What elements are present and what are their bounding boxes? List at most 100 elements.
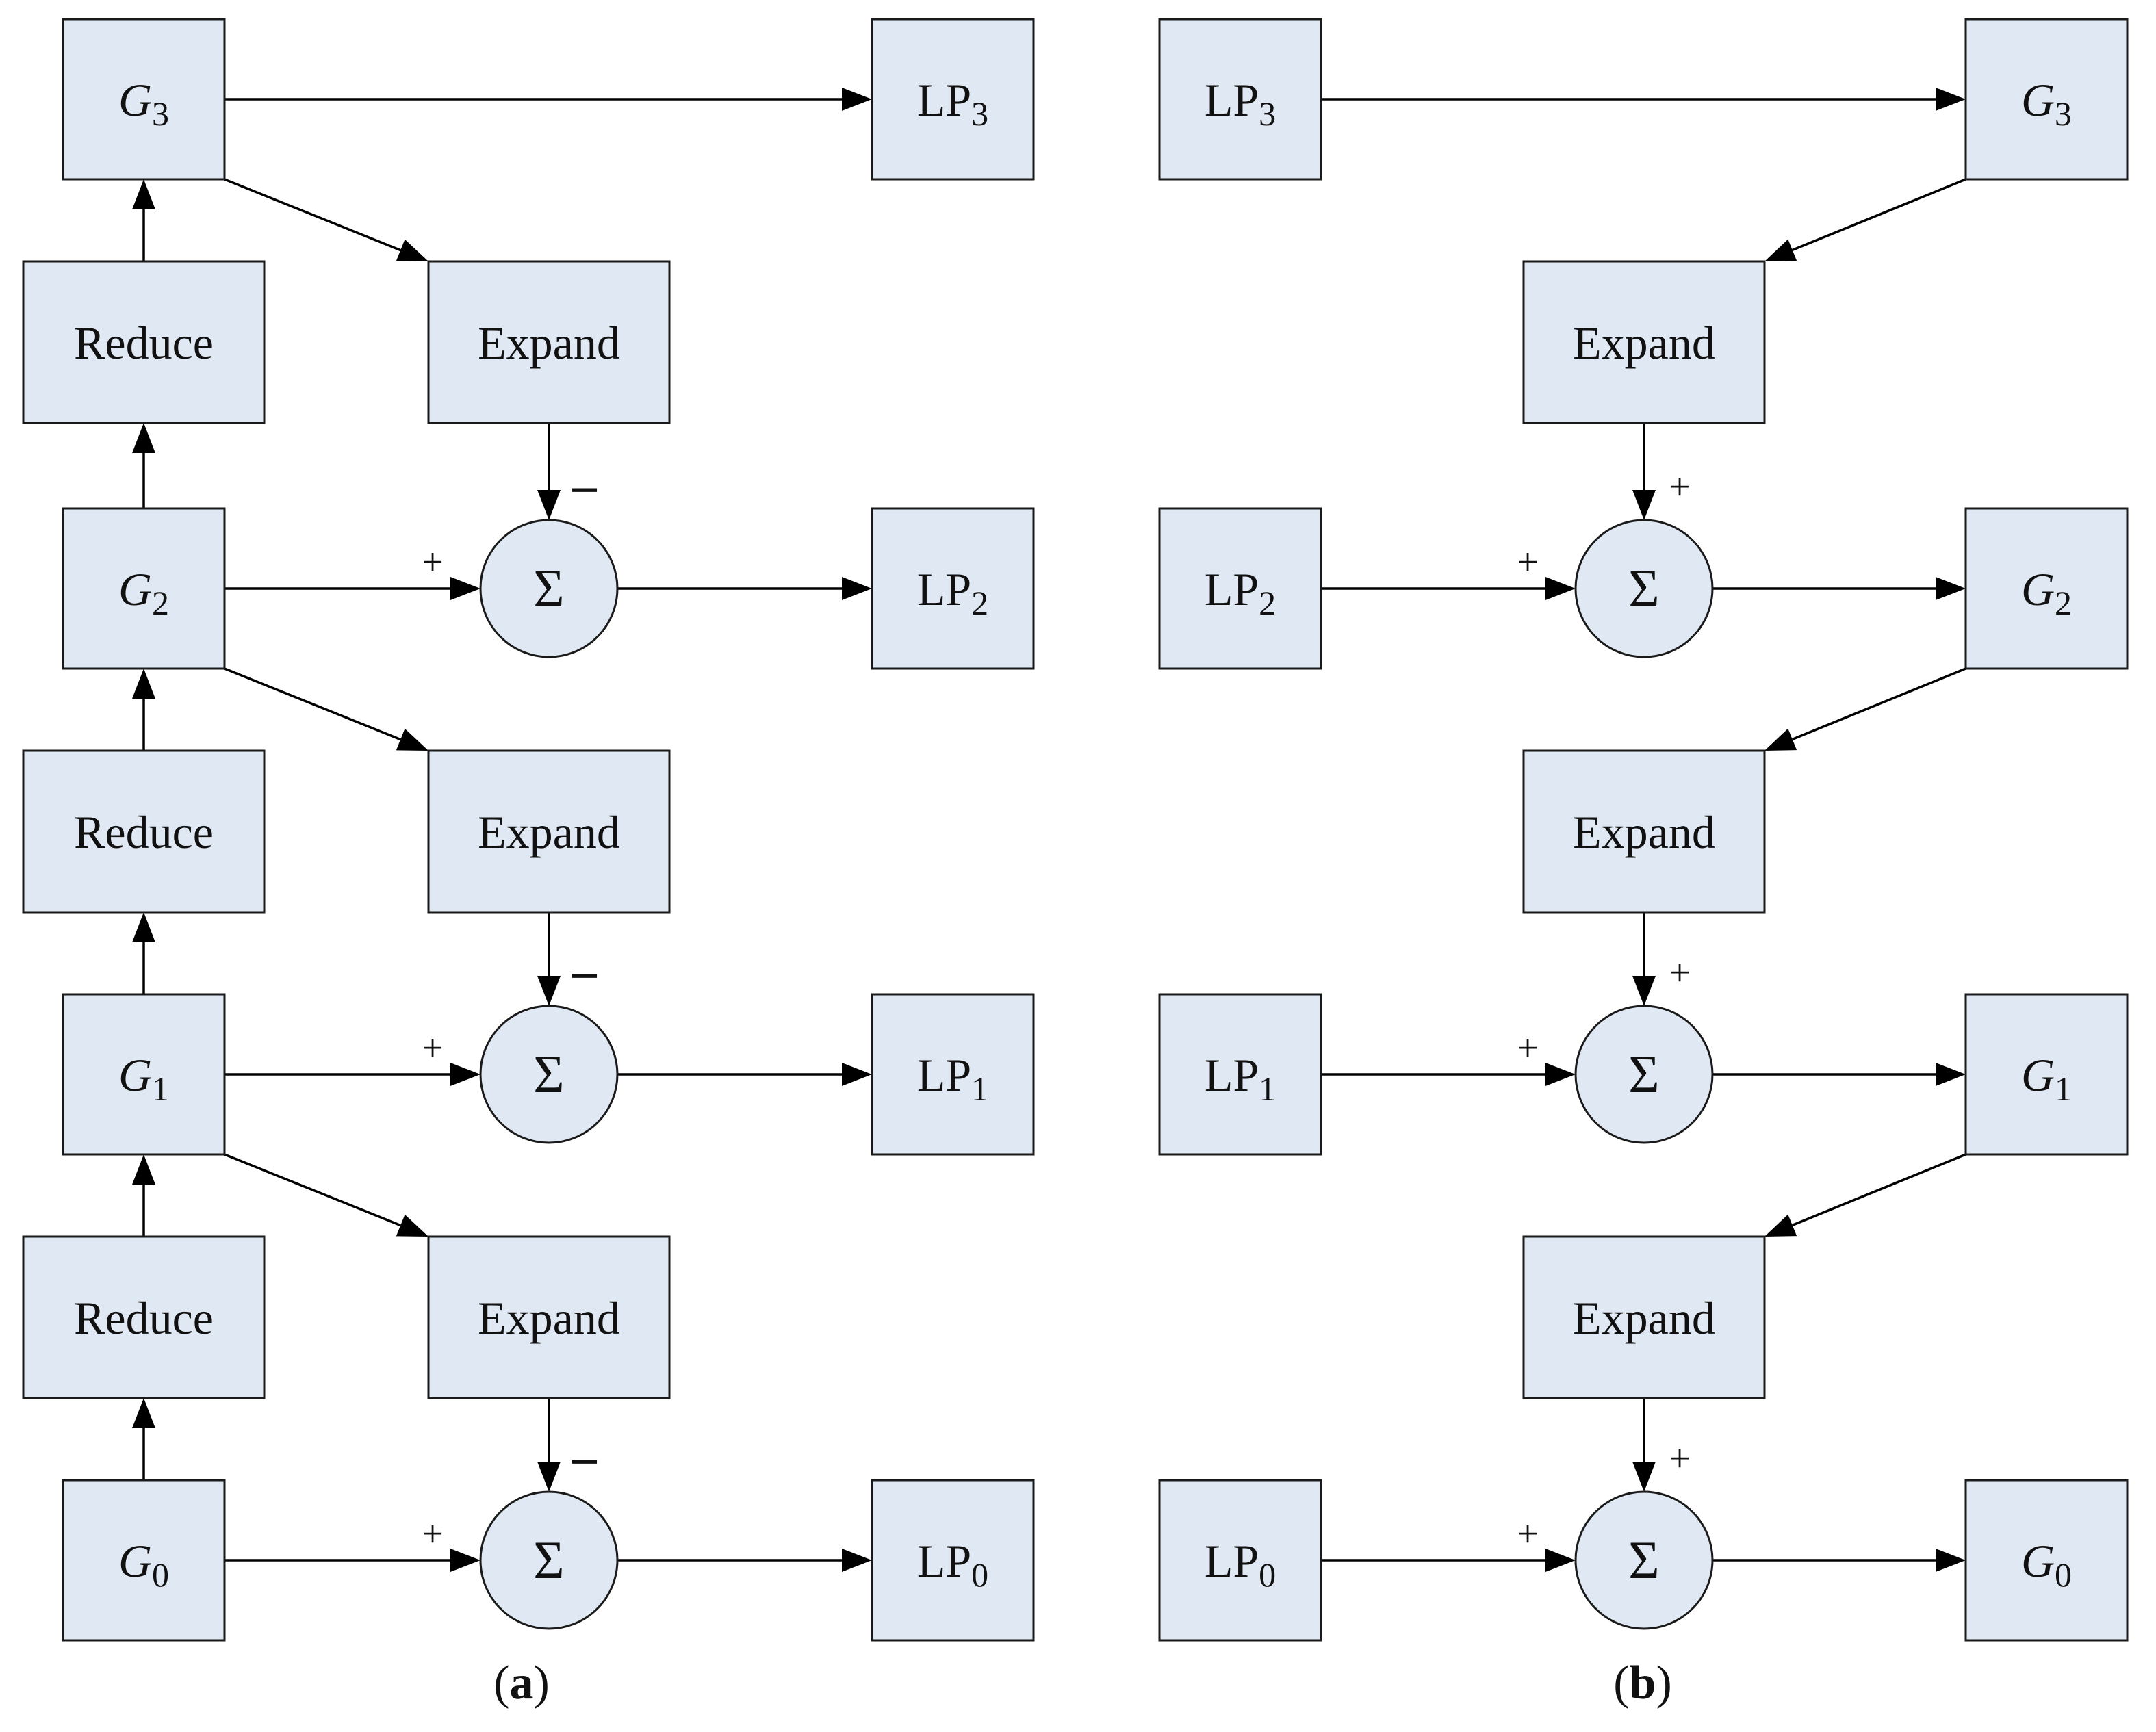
- block-label: Expand: [478, 1292, 620, 1344]
- panel-b-edge-sum-to-g-2: [1712, 577, 1966, 600]
- block-label: LP3: [1205, 74, 1276, 133]
- block-label: LP1: [917, 1049, 988, 1108]
- panel-b-edge-sum-to-g-4: [1712, 1063, 1966, 1086]
- top-input-sign: −: [569, 460, 600, 519]
- left-input-sign: +: [422, 1513, 444, 1555]
- block-label: LP3: [917, 74, 988, 133]
- panel-b-block-expand-1: Expand: [1522, 260, 1766, 424]
- left-input-sign: +: [422, 541, 444, 584]
- panel-a-block-g3-0: G3: [62, 18, 226, 181]
- sigma-symbol: Σ: [1628, 1044, 1659, 1104]
- panel-a-block-reduce-5: Reduce: [22, 1235, 266, 1399]
- block-label: Expand: [1573, 1292, 1715, 1344]
- left-input-sign: +: [422, 1027, 444, 1070]
- panel-a-edge-expand-to-sum-5: [537, 1398, 561, 1492]
- panel-a-block-g1-4: G1: [62, 993, 226, 1156]
- top-input-sign: −: [569, 946, 600, 1005]
- panel-b-block-expand-5: Expand: [1522, 1235, 1766, 1399]
- left-input-sign: +: [1517, 541, 1539, 584]
- panel-b-block-lp1-4: LP1: [1158, 993, 1322, 1156]
- panel-a-edge-g-to-sum-4: [224, 1063, 480, 1086]
- top-input-sign: −: [569, 1432, 600, 1491]
- panel-a-edge-g-to-sum-2: [224, 577, 480, 600]
- top-input-sign: +: [1669, 466, 1691, 508]
- panel-a-summer-2: Σ + −: [422, 460, 619, 658]
- panel-a-edge-up-6: [132, 1398, 155, 1480]
- panel-a-block-reduce-1: Reduce: [22, 260, 266, 424]
- sigma-symbol: Σ: [1628, 558, 1659, 618]
- left-input-sign: +: [1517, 1513, 1539, 1555]
- top-input-sign: +: [1669, 1438, 1691, 1480]
- block-label: LP0: [1205, 1535, 1276, 1594]
- panel-a-edge-expand-to-sum-1: [537, 423, 561, 520]
- panel-b-block-g1-4: G1: [1964, 993, 2129, 1156]
- panel-b-edge-expand-to-sum-3: [1632, 912, 1656, 1006]
- left-input-sign: +: [1517, 1027, 1539, 1070]
- panel-a-edge-up-1: [132, 179, 155, 261]
- panel-a-edge-up-5: [132, 1154, 155, 1237]
- block-label: Expand: [478, 806, 620, 858]
- panel-a-summer-4: Σ + −: [422, 946, 619, 1144]
- panel-a-block-reduce-3: Reduce: [22, 749, 266, 914]
- panel-a-block-lp2-2: LP2: [871, 507, 1035, 670]
- panel-a-edge-g-to-expand-0: [224, 178, 428, 261]
- block-label: Reduce: [74, 806, 214, 858]
- sigma-symbol: Σ: [533, 1530, 564, 1590]
- panel-a-edge-up-4: [132, 912, 155, 994]
- block-label: LP2: [917, 563, 988, 622]
- panel-a-block-g2-2: G2: [62, 507, 226, 670]
- block-label: Expand: [1573, 317, 1715, 369]
- block-label: LP1: [1205, 1049, 1276, 1108]
- panel-b-block-g0-6: G0: [1964, 1479, 2129, 1642]
- panel-b-block-lp0-6: LP0: [1158, 1479, 1322, 1642]
- panel-b-summer-6: Σ + +: [1517, 1438, 1714, 1630]
- panel-a-edge-up-3: [132, 669, 155, 751]
- panel-a-edge-up-2: [132, 423, 155, 508]
- panel-a-edge-sum-to-lp-2: [617, 577, 872, 600]
- top-input-sign: +: [1669, 952, 1691, 994]
- panel-b-edge-lp-to-sum-6: [1321, 1549, 1576, 1572]
- block-label: Reduce: [74, 317, 214, 369]
- panel-a-block-expand-5: Expand: [427, 1235, 671, 1399]
- panel-a-edge-sum-to-lp-4: [617, 1063, 872, 1086]
- panel-b-summer-2: Σ + +: [1517, 466, 1714, 658]
- panel-a-edge-g-to-sum-6: [224, 1549, 480, 1572]
- panel-b-block-expand-3: Expand: [1522, 749, 1766, 914]
- panel-b-block-g2-2: G2: [1964, 507, 2129, 670]
- block-label: G3: [2021, 74, 2072, 133]
- panel-a-block-expand-1: Expand: [427, 260, 671, 424]
- panel-a-edge-sum-to-lp-6: [617, 1549, 872, 1572]
- block-label: G1: [118, 1049, 169, 1108]
- block-label: G0: [2021, 1535, 2072, 1594]
- block-label: G2: [118, 563, 169, 622]
- panel-b-edge-lp-to-sum-2: [1321, 577, 1576, 600]
- panel-b-summer-4: Σ + +: [1517, 952, 1714, 1144]
- sigma-symbol: Σ: [533, 1044, 564, 1104]
- panel-b-edge-sum-to-g-6: [1712, 1549, 1966, 1572]
- block-label: LP2: [1205, 563, 1276, 622]
- panel-a-edge-g3-lp3: [224, 88, 872, 111]
- panel-a-block-lp3-0: LP3: [871, 18, 1035, 181]
- panel-b-edge-g-to-expand-0: [1764, 178, 1966, 261]
- block-label: Expand: [478, 317, 620, 369]
- sigma-symbol: Σ: [1628, 1530, 1659, 1590]
- panel-a-block-lp1-4: LP1: [871, 993, 1035, 1156]
- panel-a-block-lp0-6: LP0: [871, 1479, 1035, 1642]
- panel-b-edge-expand-to-sum-5: [1632, 1398, 1656, 1492]
- panel-b-edge-lp3-g3: [1321, 88, 1966, 111]
- panel-a-edge-g-to-expand-2: [224, 667, 428, 751]
- block-label: G2: [2021, 563, 2072, 622]
- panel-a-summer-6: Σ + −: [422, 1432, 619, 1630]
- panel-b-block-lp2-2: LP2: [1158, 507, 1322, 670]
- panel-b-edge-g-to-expand-2: [1764, 667, 1966, 751]
- panel-a-block-g0-6: G0: [62, 1479, 226, 1642]
- panel-b-edge-g-to-expand-4: [1764, 1153, 1966, 1237]
- sigma-symbol: Σ: [533, 558, 564, 618]
- block-label: LP0: [917, 1535, 988, 1594]
- panel-a-edge-expand-to-sum-3: [537, 912, 561, 1006]
- panel-a-block-expand-3: Expand: [427, 749, 671, 914]
- panel-a-edge-g-to-expand-4: [224, 1153, 428, 1237]
- panel-b-block-lp3-0: LP3: [1158, 18, 1322, 181]
- block-label: G1: [2021, 1049, 2072, 1108]
